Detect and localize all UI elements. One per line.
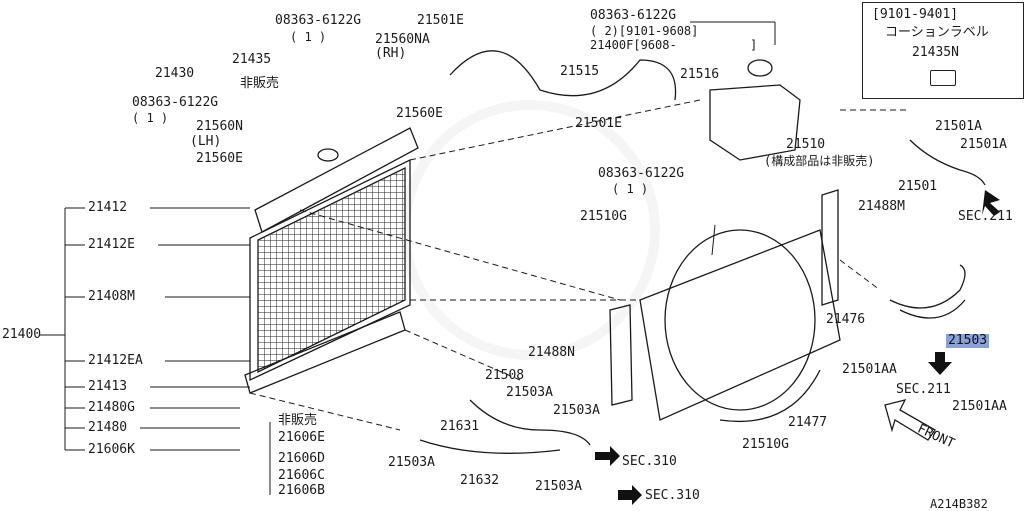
part-21412: 21412 <box>88 200 128 215</box>
arrow-sec211-top <box>982 190 1000 216</box>
part-21510-note: (構成部品は非販売) <box>764 154 875 168</box>
sec-211-top: SEC.211 <box>958 209 1013 224</box>
part-21631: 21631 <box>440 419 480 434</box>
part-21503A-4: 21503A <box>535 479 582 494</box>
part-21515: 21515 <box>560 64 600 79</box>
part-21501A-2: 21501A <box>960 137 1007 152</box>
shroud-lower-curve <box>719 369 821 423</box>
bolt-top-mid-note1: ( 2)[9101-9608] <box>590 24 699 38</box>
sec-310-1: SEC.310 <box>622 454 677 469</box>
arrow-sec310-2 <box>618 485 642 505</box>
part-21632: 21632 <box>460 473 500 488</box>
bolt-left-qty: ( 1 ) <box>132 111 169 125</box>
fan-shroud-ring <box>664 229 816 411</box>
radiator-top-tank <box>254 127 419 233</box>
part-21477: 21477 <box>788 415 828 430</box>
front-arrow <box>884 399 936 441</box>
radiator-core <box>257 166 406 374</box>
part-21408M: 21408M <box>88 289 135 304</box>
bolt-top-mid-note2-end: ] <box>750 38 758 52</box>
sec-211-bottom: SEC.211 <box>896 382 951 397</box>
sec-310-2: SEC.310 <box>645 488 700 503</box>
part-21560NA-side: (RH) <box>375 46 407 61</box>
part-21413: 21413 <box>88 379 128 394</box>
part-21480G: 21480G <box>88 400 135 415</box>
part-21435: 21435 <box>232 52 272 67</box>
part-21503A-2: 21503A <box>553 403 600 418</box>
arrow-sec310-1 <box>595 446 620 466</box>
fan-shroud <box>639 229 841 421</box>
bolt-top-mid-note2: 21400F[9608- <box>590 38 677 52</box>
part-21606B: 21606B <box>278 483 325 498</box>
part-21501E-mid: 21501E <box>575 116 622 131</box>
part-21501AA-1: 21501AA <box>842 362 897 377</box>
part-21503-highlighted[interactable]: 21503 <box>946 333 990 348</box>
arrow-sec211-bot <box>928 352 952 375</box>
part-21501AA-2: 21501AA <box>952 399 1007 414</box>
caution-label-legend <box>862 2 1024 99</box>
part-21480: 21480 <box>88 420 128 435</box>
part-21606C: 21606C <box>278 468 325 483</box>
legend-title: コーションラベル <box>885 25 989 40</box>
bolt-mid-qty: ( 1 ) <box>612 182 649 196</box>
part-21488M: 21488M <box>858 199 905 214</box>
legend-range: [9101-9401] <box>872 7 959 22</box>
part-21501E-top: 21501E <box>417 13 464 28</box>
part-21430: 21430 <box>155 66 195 81</box>
part-21503A-3: 21503A <box>388 455 435 470</box>
part-21510: 21510 <box>786 137 826 152</box>
part-21516: 21516 <box>680 67 720 82</box>
part-21560N: 21560N <box>196 119 243 134</box>
bolt-mid-label: 08363-6122G <box>598 166 685 181</box>
part-21560NA: 21560NA <box>375 32 430 47</box>
hose-21503 <box>889 264 966 309</box>
part-21560E-right: 21560E <box>396 106 443 121</box>
bolt-top-left-label: 08363-6122G <box>275 13 362 28</box>
part-21560N-side: (LH) <box>190 134 222 149</box>
part-21501A-1: 21501A <box>935 119 982 134</box>
part-21606D: 21606D <box>278 451 325 466</box>
not-sold-bottom: 非販売 <box>278 413 318 428</box>
radiator-cap <box>317 148 339 162</box>
bracket-21488M <box>821 189 839 306</box>
part-21501: 21501 <box>898 179 938 194</box>
bracket-21488N <box>609 304 633 406</box>
hose-21632 <box>419 439 561 454</box>
bolt-left-label: 08363-6122G <box>132 95 219 110</box>
part-21508: 21508 <box>485 368 525 383</box>
part-21606K: 21606K <box>88 442 135 457</box>
legend-part: 21435N <box>912 45 959 60</box>
part-21400: 21400 <box>2 327 42 342</box>
part-21412EA: 21412EA <box>88 353 143 368</box>
hose-21515 <box>449 50 677 101</box>
diagram-code: A214B382 <box>930 497 988 511</box>
reservoir-tank <box>709 84 801 161</box>
not-sold-top: 非販売 <box>240 76 280 91</box>
hose-21631 <box>469 399 591 446</box>
part-21560E-left: 21560E <box>196 151 243 166</box>
part-21503A-1: 21503A <box>506 385 553 400</box>
part-21488N: 21488N <box>528 345 575 360</box>
part-21412E: 21412E <box>88 237 135 252</box>
caution-label-icon <box>930 70 956 86</box>
part-21510G-top: 21510G <box>580 209 627 224</box>
bolt-top-left-qty: ( 1 ) <box>290 30 327 44</box>
part-21510G-bottom: 21510G <box>742 437 789 452</box>
part-21476: 21476 <box>826 312 866 327</box>
radiator-frame <box>249 158 411 382</box>
bolt-top-mid-label: 08363-6122G <box>590 8 677 23</box>
part-21606E: 21606E <box>278 430 325 445</box>
